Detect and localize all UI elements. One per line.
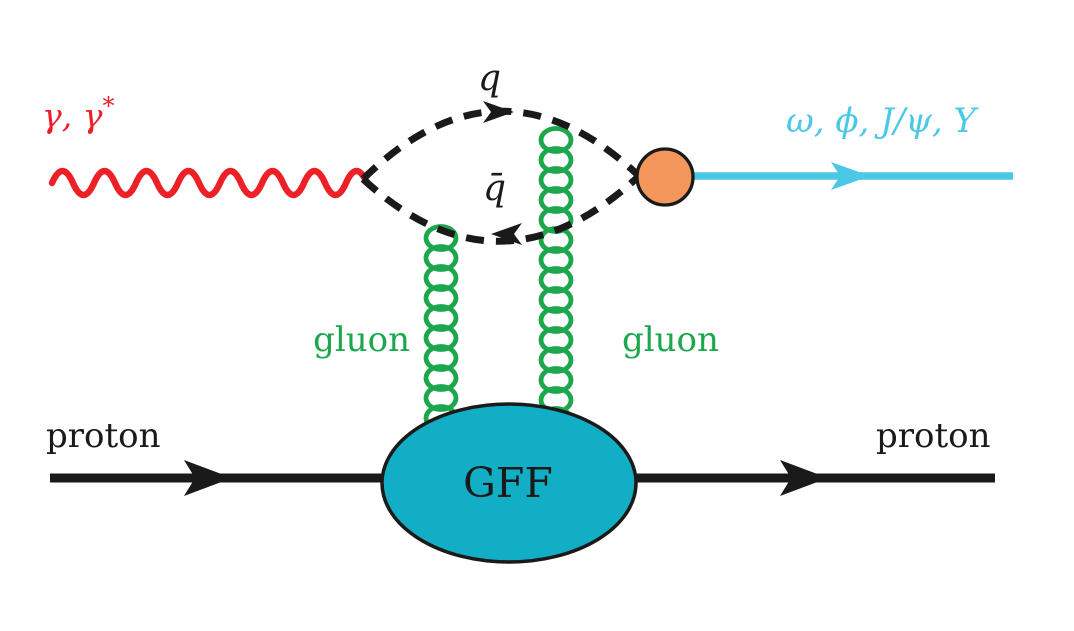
gluon-loop — [423, 364, 459, 392]
meson-arrow — [831, 162, 870, 190]
gluon-loop — [538, 126, 574, 154]
gluon-label-right: gluon — [622, 320, 719, 360]
gluon-loop — [538, 146, 574, 174]
antiquark-arrow — [491, 223, 522, 245]
photon-label-base: γ, γ — [42, 96, 103, 135]
meson-vertex-circle — [635, 147, 695, 207]
quark-label: q — [478, 58, 501, 99]
photon-label: γ, γ* — [42, 92, 114, 135]
gff-label: GFF — [463, 459, 553, 507]
photon-label-sup: * — [102, 92, 114, 120]
gluon-loop — [423, 324, 459, 352]
gluon-loop — [538, 246, 574, 274]
photon-wavy-line — [48, 167, 371, 199]
gluon-loop — [538, 266, 574, 294]
gluon-coil-left — [423, 224, 459, 432]
gluon-loop — [538, 366, 574, 394]
quark-arrow — [483, 101, 514, 123]
gluon-label-left: gluon — [313, 320, 410, 360]
gluon-loop — [538, 346, 574, 374]
gluon-loop — [423, 344, 459, 372]
gluon-loop — [423, 384, 459, 412]
proton-arrow-in — [184, 460, 232, 496]
meson-label: ω, ϕ, J/ψ, Υ — [786, 101, 979, 141]
gluon-loop — [538, 326, 574, 354]
gluon-loop — [423, 244, 459, 272]
gluon-coil-right — [538, 126, 574, 434]
proton-arrow-out — [780, 460, 828, 496]
gluon-loop — [538, 286, 574, 314]
proton-label-in: proton — [46, 416, 161, 456]
quark-loop-bottom — [360, 173, 642, 245]
gff-blob — [380, 402, 638, 564]
gluon-loop — [538, 166, 574, 194]
gluon-loop — [538, 186, 574, 214]
gluon-loop — [423, 304, 459, 332]
gluon-loop — [423, 284, 459, 312]
antiquark-label: q̄ — [483, 168, 506, 209]
gluon-loop — [538, 306, 574, 334]
gluon-loop — [423, 264, 459, 292]
proton-label-out: proton — [876, 416, 991, 456]
